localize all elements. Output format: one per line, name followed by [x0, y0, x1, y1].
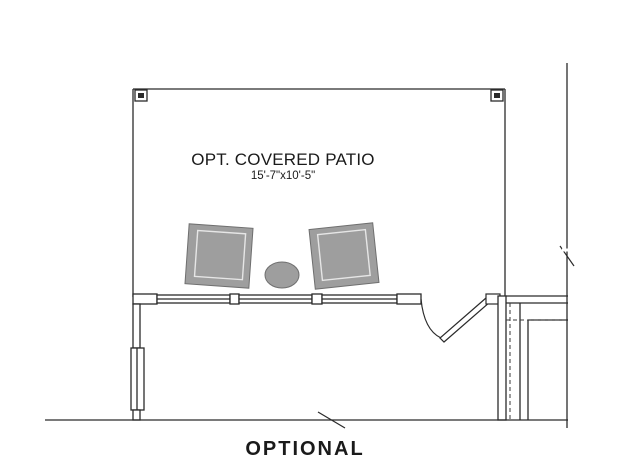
left-wall-with-window — [130, 303, 145, 421]
support-post-right — [490, 89, 504, 102]
interior-walls-right — [497, 295, 568, 421]
room-dimensions-label: 15'-7"x10'-5" — [250, 170, 316, 182]
swing-door — [420, 293, 501, 343]
patio-side-table — [264, 261, 300, 289]
patio-chair-left — [184, 223, 254, 289]
dashed-cabinet-lines — [506, 303, 568, 420]
exterior-wall-with-sliding-doors — [132, 293, 422, 305]
patio-outline — [132, 88, 506, 297]
ground-line — [45, 411, 568, 429]
room-name-label: OPT. COVERED PATIO — [191, 150, 375, 169]
patio-chair-right — [308, 222, 380, 290]
floor-plan-drawing — [45, 63, 575, 429]
support-post-left — [134, 89, 148, 102]
right-extent-line — [559, 63, 575, 428]
